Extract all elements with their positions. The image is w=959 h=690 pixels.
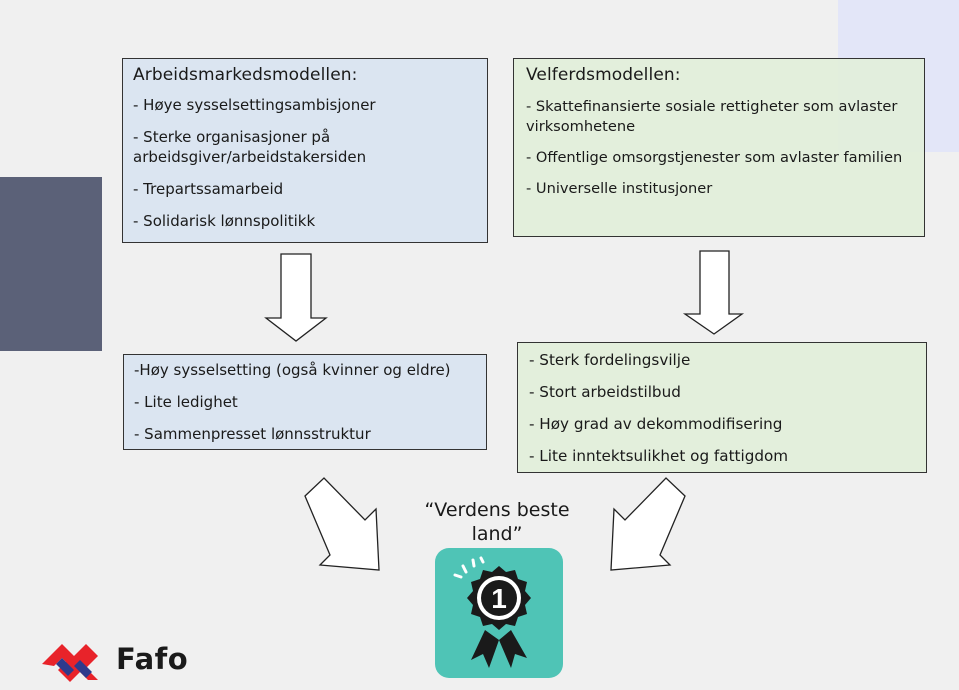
award-badge: 1: [435, 548, 563, 678]
labor-market-item: - Sterke organisasjoner på arbeidsgiver/…: [133, 128, 367, 166]
welfare-model-box: Velferdsmodellen: - Skattefinansierte so…: [513, 58, 925, 237]
arrow-diagonal-right-icon: [610, 477, 686, 571]
decorative-block-left: [0, 177, 102, 351]
welfare-outcome-item: - Sterk fordelingsvilje: [529, 351, 691, 369]
welfare-model-title: Velferdsmodellen:: [526, 65, 681, 85]
labor-outcome-item: - Sammenpresset lønnsstruktur: [134, 425, 371, 443]
labor-outcomes-box: -Høy sysselsetting (også kvinner og eldr…: [123, 354, 487, 450]
welfare-model-item: - Skattefinansierte sosiale rettigheter …: [526, 98, 898, 135]
arrow-diagonal-left-icon: [304, 477, 380, 571]
welfare-outcome-item: - Lite inntektsulikhet og fattigdom: [529, 447, 789, 465]
labor-outcome-item: -Høy sysselsetting (også kvinner og eldr…: [134, 361, 451, 379]
welfare-outcome-item: - Høy grad av dekommodifisering: [529, 415, 783, 433]
labor-market-item: - Trepartssamarbeid: [133, 180, 284, 198]
welfare-model-item: - Offentlige omsorgstjenester som avlast…: [526, 149, 903, 166]
labor-market-model-title: Arbeidsmarkedsmodellen:: [133, 65, 358, 85]
award-rank: 1: [491, 583, 507, 614]
award-title: “Verdens beste land”: [424, 499, 570, 545]
labor-market-item: - Solidarisk lønnspolitikk: [133, 212, 316, 230]
arrow-down-left-icon: [264, 253, 328, 342]
welfare-outcome-item: - Stort arbeidstilbud: [529, 383, 681, 401]
arrow-down-right-icon: [682, 250, 745, 335]
award-ribbon-icon: 1: [453, 556, 531, 668]
welfare-model-item: - Universelle institusjoner: [526, 180, 713, 197]
labor-market-item: - Høye sysselsettingsambisjoner: [133, 96, 376, 114]
fafo-logo-text: Fafo: [116, 642, 189, 676]
labor-outcome-item: - Lite ledighet: [134, 393, 238, 411]
fafo-logo-icon: [42, 644, 98, 682]
welfare-outcomes-box: - Sterk fordelingsvilje - Stort arbeidst…: [517, 342, 927, 473]
labor-market-model-box: Arbeidsmarkedsmodellen: - Høye sysselset…: [122, 58, 488, 243]
